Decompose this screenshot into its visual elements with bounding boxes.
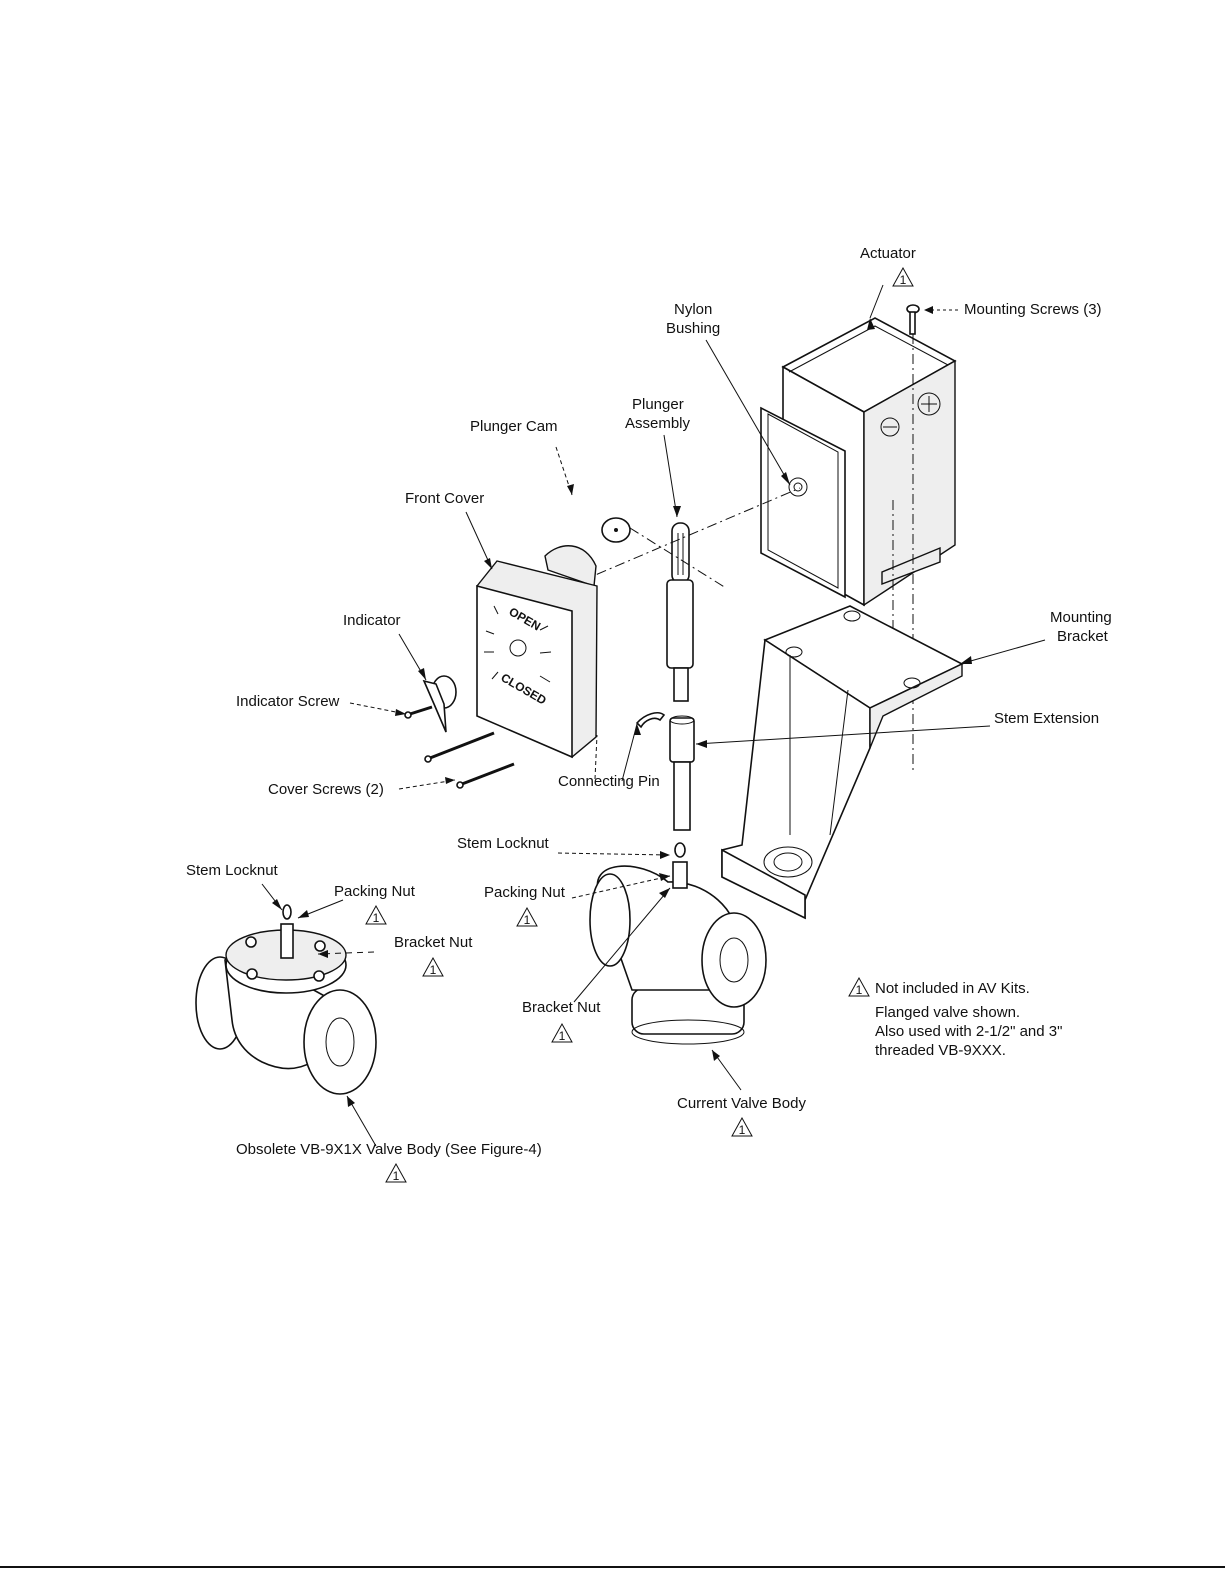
svg-text:1: 1 [524,913,531,927]
label-nylon-bushing-line1: Nylon [674,301,712,318]
label-mounting-bracket-line1: Mounting [1050,609,1112,626]
label-obsolete-valve-body: Obsolete VB-9X1X Valve Body (See Figure-… [236,1141,542,1158]
label-cover-screws: Cover Screws (2) [268,781,384,798]
plunger-assembly [666,522,694,702]
label-current-valve-body: Current Valve Body [677,1095,806,1112]
svg-text:1: 1 [900,273,907,287]
svg-text:1: 1 [559,1029,566,1043]
mounting-screw [906,304,920,335]
warning-triangle-actuator: 1 [892,266,914,287]
indicator-screw [404,705,433,719]
cam-axis [629,527,727,589]
arrowheads [272,306,972,1107]
label-indicator: Indicator [343,612,401,629]
stem-extension [669,715,695,831]
label-plunger-assembly-line1: Plunger [632,396,684,413]
note-line-2: Flanged valve shown. [875,1004,1020,1021]
label-nylon-bushing-line2: Bushing [666,320,720,337]
obsolete-valve-body [195,904,377,1095]
warning-triangle-current-valve-body: 1 [731,1116,753,1137]
label-actuator: Actuator [860,245,916,262]
label-indicator-screw: Indicator Screw [236,693,340,710]
bottom-rule [0,1566,1225,1568]
actuator-housing [760,317,957,607]
connecting-pin [635,712,666,729]
label-packing-nut-current: Packing Nut [484,884,566,901]
label-bracket-nut-obsolete: Bracket Nut [394,934,473,951]
mounting-bracket [721,605,964,920]
warning-triangle-bracket-nut-obsolete: 1 [422,956,444,977]
warning-triangle-bracket-nut-current: 1 [551,1022,573,1043]
note-line-4: threaded VB-9XXX. [875,1042,1006,1059]
note-line-3: Also used with 2-1/2" and 3" [875,1023,1062,1040]
label-stem-extension: Stem Extension [994,710,1099,727]
svg-text:1: 1 [430,963,437,977]
svg-text:1: 1 [739,1123,746,1137]
label-connecting-pin: Connecting Pin [558,773,660,790]
warning-triangle-packing-nut-current: 1 [516,906,538,927]
label-stem-locknut-current: Stem Locknut [457,835,550,852]
label-mounting-screws: Mounting Screws (3) [964,301,1102,318]
label-mounting-bracket-line2: Bracket [1057,628,1109,645]
part-labels: Actuator Mounting Screws (3) Nylon Bushi… [186,245,1112,1158]
svg-text:1: 1 [856,983,863,997]
label-stem-locknut-obsolete: Stem Locknut [186,862,279,879]
label-bracket-nut-current: Bracket Nut [522,999,601,1016]
svg-text:1: 1 [393,1169,400,1183]
note-line-1: Not included in AV Kits. [875,980,1030,997]
warning-triangle-obsolete-valve-body: 1 [385,1162,407,1183]
note-block: Not included in AV Kits. Flanged valve s… [875,980,1062,1059]
label-packing-nut-obsolete: Packing Nut [334,883,416,900]
warning-triangle-packing-nut-obsolete: 1 [365,904,387,925]
label-plunger-cam: Plunger Cam [470,418,558,435]
svg-text:1: 1 [373,911,380,925]
cover-screws [424,731,515,789]
indicator [422,675,457,733]
plunger-cam [601,517,631,543]
warning-triangle-note: 1 [848,976,870,997]
current-valve-body [589,842,767,1045]
front-cover [476,545,598,759]
label-plunger-assembly-line2: Assembly [625,415,691,432]
cover-axis [559,487,801,591]
label-front-cover: Front Cover [405,490,484,507]
